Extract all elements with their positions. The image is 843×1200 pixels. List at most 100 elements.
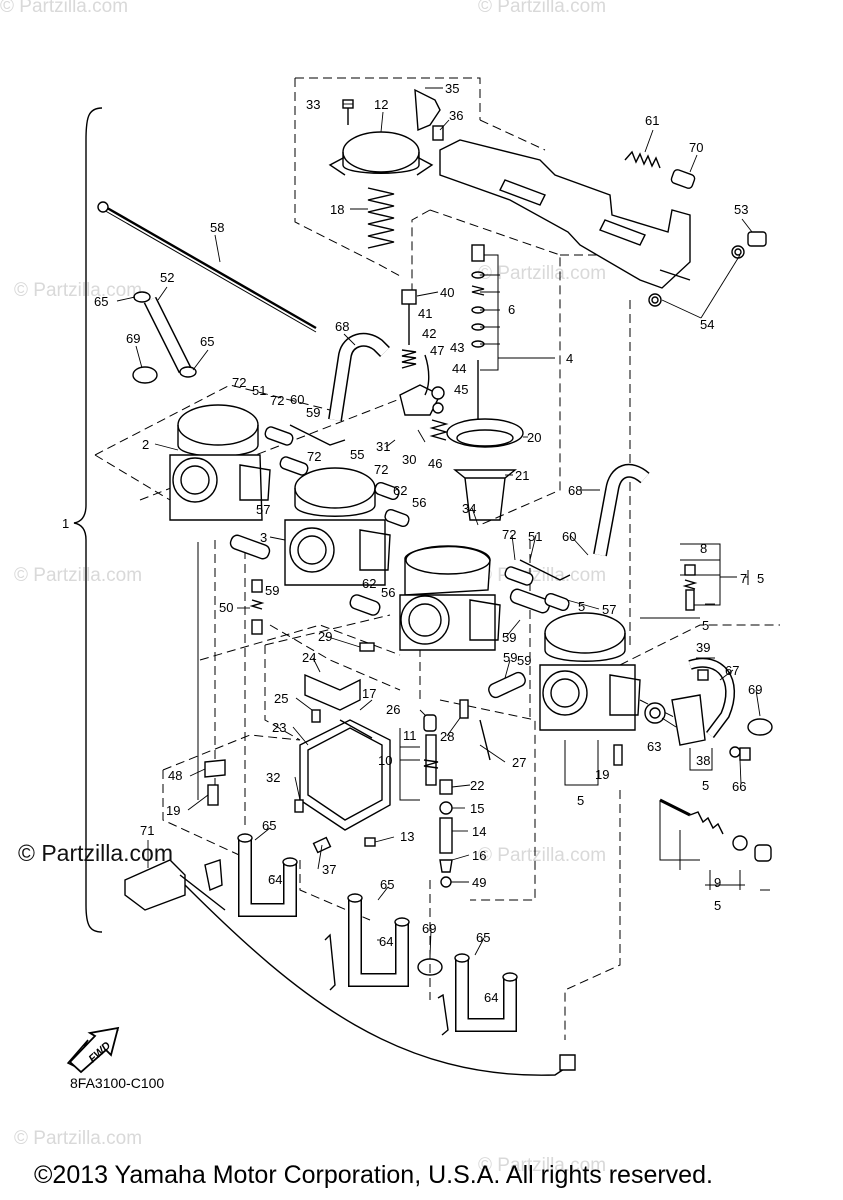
part-label: 32 [266,770,280,785]
part-label: 47 [430,343,444,358]
part-label: 59 [306,405,320,420]
part-label: 48 [168,768,182,783]
part-label: 29 [318,629,332,644]
part-label: 65 [200,334,214,349]
part-label: 65 [262,818,276,833]
part-label: 52 [160,270,174,285]
part-label: 8 [700,541,707,556]
part-label: 44 [452,361,466,376]
part-label: 4 [566,351,573,366]
part-label: 68 [335,319,349,334]
part-label: 55 [350,447,364,462]
part-label: 40 [440,285,454,300]
part-label: 21 [515,468,529,483]
part-label: 69 [422,921,436,936]
part-label: 62 [393,483,407,498]
part-label: 49 [472,875,486,890]
part-label: 10 [378,753,392,768]
part-label: 72 [307,449,321,464]
part-label: 51 [528,529,542,544]
watermark: © Partzilla.com [14,280,143,301]
part-label: 5 [714,898,721,913]
part-label: 22 [470,778,484,793]
part-label: 16 [472,848,486,863]
part-label: 19 [595,767,609,782]
part-label: 37 [322,862,336,877]
part-label: 64 [268,872,282,887]
watermark: © Partzilla.com [478,0,607,17]
carburetor-1 [169,404,271,521]
part-label: 6 [508,302,515,317]
part-label: 30 [402,452,416,467]
part-label: 71 [140,823,154,838]
part-label: 5 [578,599,585,614]
heater-sensor-71 [124,859,186,911]
part-label: 46 [428,456,442,471]
part-label: 69 [748,682,762,697]
part-label: 2 [142,437,149,452]
fwd-arrow-icon: FWD [66,1026,120,1074]
part-label: 5 [577,793,584,808]
part-label: 56 [381,585,395,600]
part-label: 17 [362,686,376,701]
part-label: 70 [689,140,703,155]
part-label: 43 [450,340,464,355]
part-labels: 1 2 3 4 5 5 5 5 5 7 6 8 9 10 11 12 13 14… [62,81,764,1005]
part-label: 60 [562,529,576,544]
part-label: 11 [403,728,417,743]
part-label: 35 [445,81,459,96]
part-label: 51 [252,383,266,398]
copyright-notice: ©2013 Yamaha Motor Corporation, U.S.A. A… [34,1161,713,1189]
part-label: 59 [503,650,517,665]
part-label: 65 [380,877,394,892]
brand-watermark: © Partzilla.com [18,840,173,866]
part-label: 72 [232,375,246,390]
part-label: 72 [270,393,284,408]
cable-bracket [439,139,691,289]
watermark: © Partzilla.com [478,1155,607,1176]
part-label: 19 [166,803,180,818]
part-label: 9 [714,875,721,890]
part-label: 34 [462,501,476,516]
part-label: 64 [484,990,498,1005]
part-label: 31 [376,439,390,454]
part-label: 59 [517,653,531,668]
part-label: 13 [400,829,414,844]
carburetor-3 [399,545,501,651]
part-label: 54 [700,317,714,332]
part-label: 66 [732,779,746,794]
part-label: 64 [379,934,393,949]
carburetor-2 [284,467,391,586]
part-label: 53 [734,202,748,217]
part-label: 58 [210,220,224,235]
part-label: 59 [502,630,516,645]
part-label: 12 [374,97,388,112]
part-label: 18 [330,202,344,217]
part-label: 57 [256,502,270,517]
part-label: 41 [418,306,432,321]
part-label: 1 [62,516,69,531]
part-label: 5 [757,571,764,586]
part-label: 3 [260,530,267,545]
part-label: 61 [645,113,659,128]
part-label: 39 [696,640,710,655]
part-label: 36 [449,108,463,123]
part-label: 42 [422,326,436,341]
part-label: 59 [265,583,279,598]
watermark: © Partzilla.com [478,845,607,866]
part-label: 33 [306,97,320,112]
part-label: 7 [740,571,747,586]
watermark: © Partzilla.com [478,263,607,284]
part-label: 62 [362,576,376,591]
part-label: 24 [302,650,316,665]
watermark: © Partzilla.com [0,0,129,17]
watermark: © Partzilla.com [14,565,143,586]
dash-box-top [295,77,481,120]
part-label: 27 [512,755,526,770]
part-label: 56 [412,495,426,510]
part-label: 65 [476,930,490,945]
part-label: 14 [472,824,486,839]
watermark: © Partzilla.com [14,1128,143,1149]
